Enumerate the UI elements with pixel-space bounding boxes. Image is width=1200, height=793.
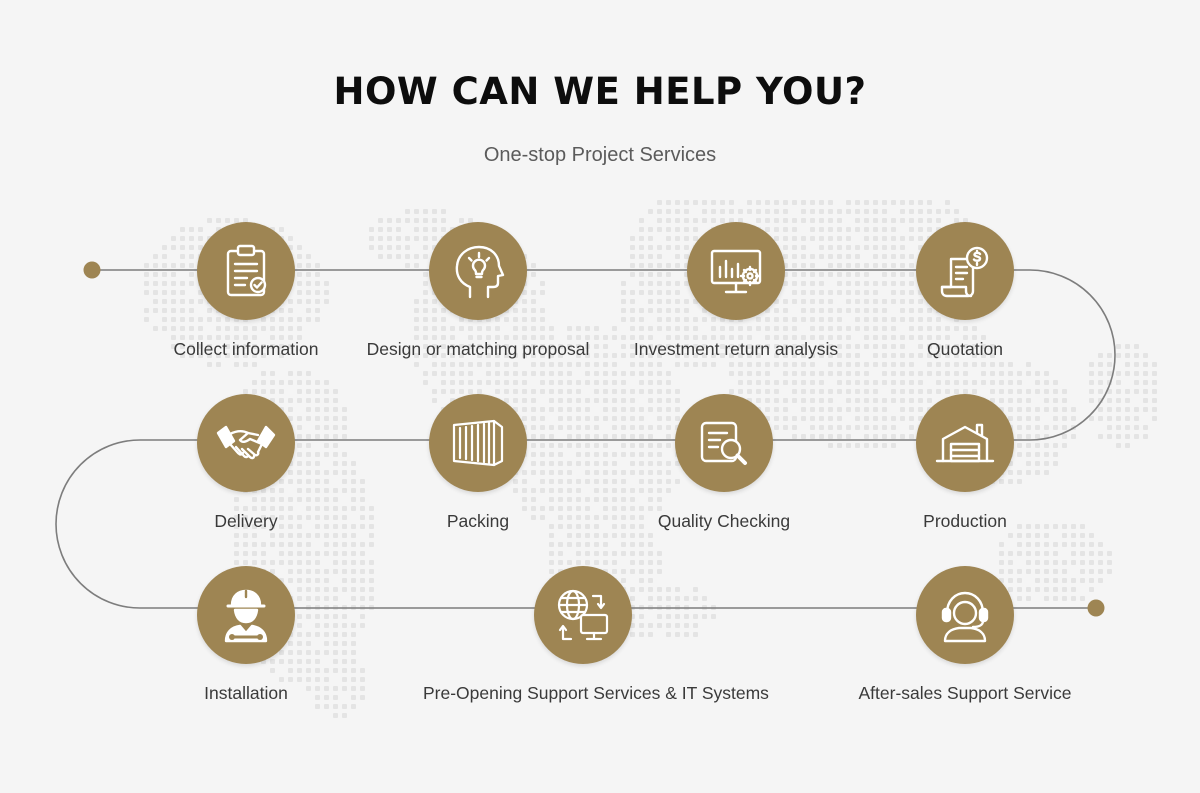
- step-collect-information: [197, 222, 295, 320]
- step-label: Pre-Opening Support Services & IT System…: [423, 683, 769, 703]
- page-title: HOW CAN WE HELP YOU?: [333, 70, 867, 113]
- globe-monitor-sync-icon: [557, 589, 609, 641]
- step-pre-opening-support: [534, 566, 632, 664]
- step-design-proposal: [429, 222, 527, 320]
- invoice-dollar-icon: [940, 246, 989, 298]
- step-label: Production: [923, 511, 1007, 531]
- step-delivery: [197, 394, 295, 492]
- handshake-icon: [216, 425, 276, 460]
- step-quotation: [916, 222, 1014, 320]
- step-label: Installation: [204, 683, 288, 703]
- step-investment-return-analysis: [687, 222, 785, 320]
- step-label: Collect information: [173, 339, 319, 359]
- step-label: Design or matching proposal: [366, 339, 590, 359]
- flow-start-dot: [83, 261, 101, 279]
- page-subtitle: One-stop Project Services: [483, 144, 717, 166]
- step-production: [916, 394, 1014, 492]
- step-after-sales-support: [916, 566, 1014, 664]
- shipping-container-icon: [452, 419, 504, 467]
- worker-hardhat-wrench-icon: [224, 589, 268, 643]
- monitor-chart-gear-icon: [710, 249, 762, 294]
- clipboard-check-icon: [226, 244, 267, 297]
- step-label: After-sales Support Service: [858, 683, 1072, 703]
- step-installation: [197, 566, 295, 664]
- step-label: Quality Checking: [657, 511, 791, 531]
- flow-end-dot: [1087, 599, 1105, 617]
- step-label: Delivery: [214, 511, 278, 531]
- step-label: Quotation: [927, 339, 1003, 359]
- step-label: Packing: [446, 511, 510, 531]
- step-label: Investment return analysis: [633, 339, 839, 359]
- factory-icon: [935, 423, 995, 463]
- document-magnifier-icon: [700, 421, 747, 465]
- head-lightbulb-icon: [455, 245, 505, 299]
- headset-agent-icon: [941, 591, 989, 643]
- step-quality-checking: [675, 394, 773, 492]
- flow-connector: [55, 269, 1116, 609]
- step-packing: [429, 394, 527, 492]
